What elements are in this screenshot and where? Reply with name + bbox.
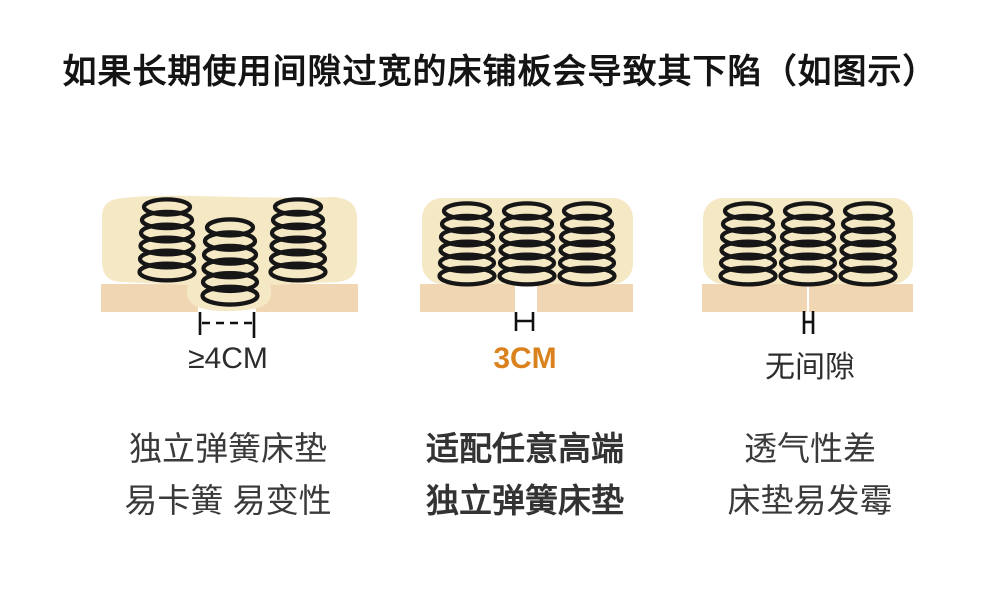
slat-seam — [807, 284, 809, 312]
slat-right — [256, 284, 358, 312]
desc-line: 易卡簧 易变性 — [124, 482, 332, 519]
slat-left — [101, 284, 198, 312]
page-title: 如果长期使用间隙过宽的床铺板会导致其下陷（如图示） — [62, 53, 938, 91]
desc-line: 独立弹簧床垫 — [426, 482, 624, 519]
gap-measure-3cm — [514, 312, 535, 331]
desc-line: 适配任意高端 — [426, 430, 624, 467]
gap-size-label-none: 无间隙 — [765, 351, 855, 384]
illustration-no-gap — [702, 198, 913, 334]
gap-size-label-wide: ≥4CM — [188, 342, 268, 375]
desc-line: 透气性差 — [744, 430, 876, 467]
illustration-wide-gap — [101, 195, 358, 338]
desc-line: 独立弹簧床垫 — [129, 430, 327, 467]
illustration-3cm-gap — [420, 198, 633, 331]
slat-right — [537, 284, 633, 312]
gap-measure-wide — [198, 312, 256, 338]
gap-measure-none — [802, 311, 815, 334]
gap-size-label-3cm: 3CM — [493, 342, 557, 375]
desc-line: 床垫易发霉 — [727, 482, 893, 519]
slat-left — [420, 284, 515, 312]
